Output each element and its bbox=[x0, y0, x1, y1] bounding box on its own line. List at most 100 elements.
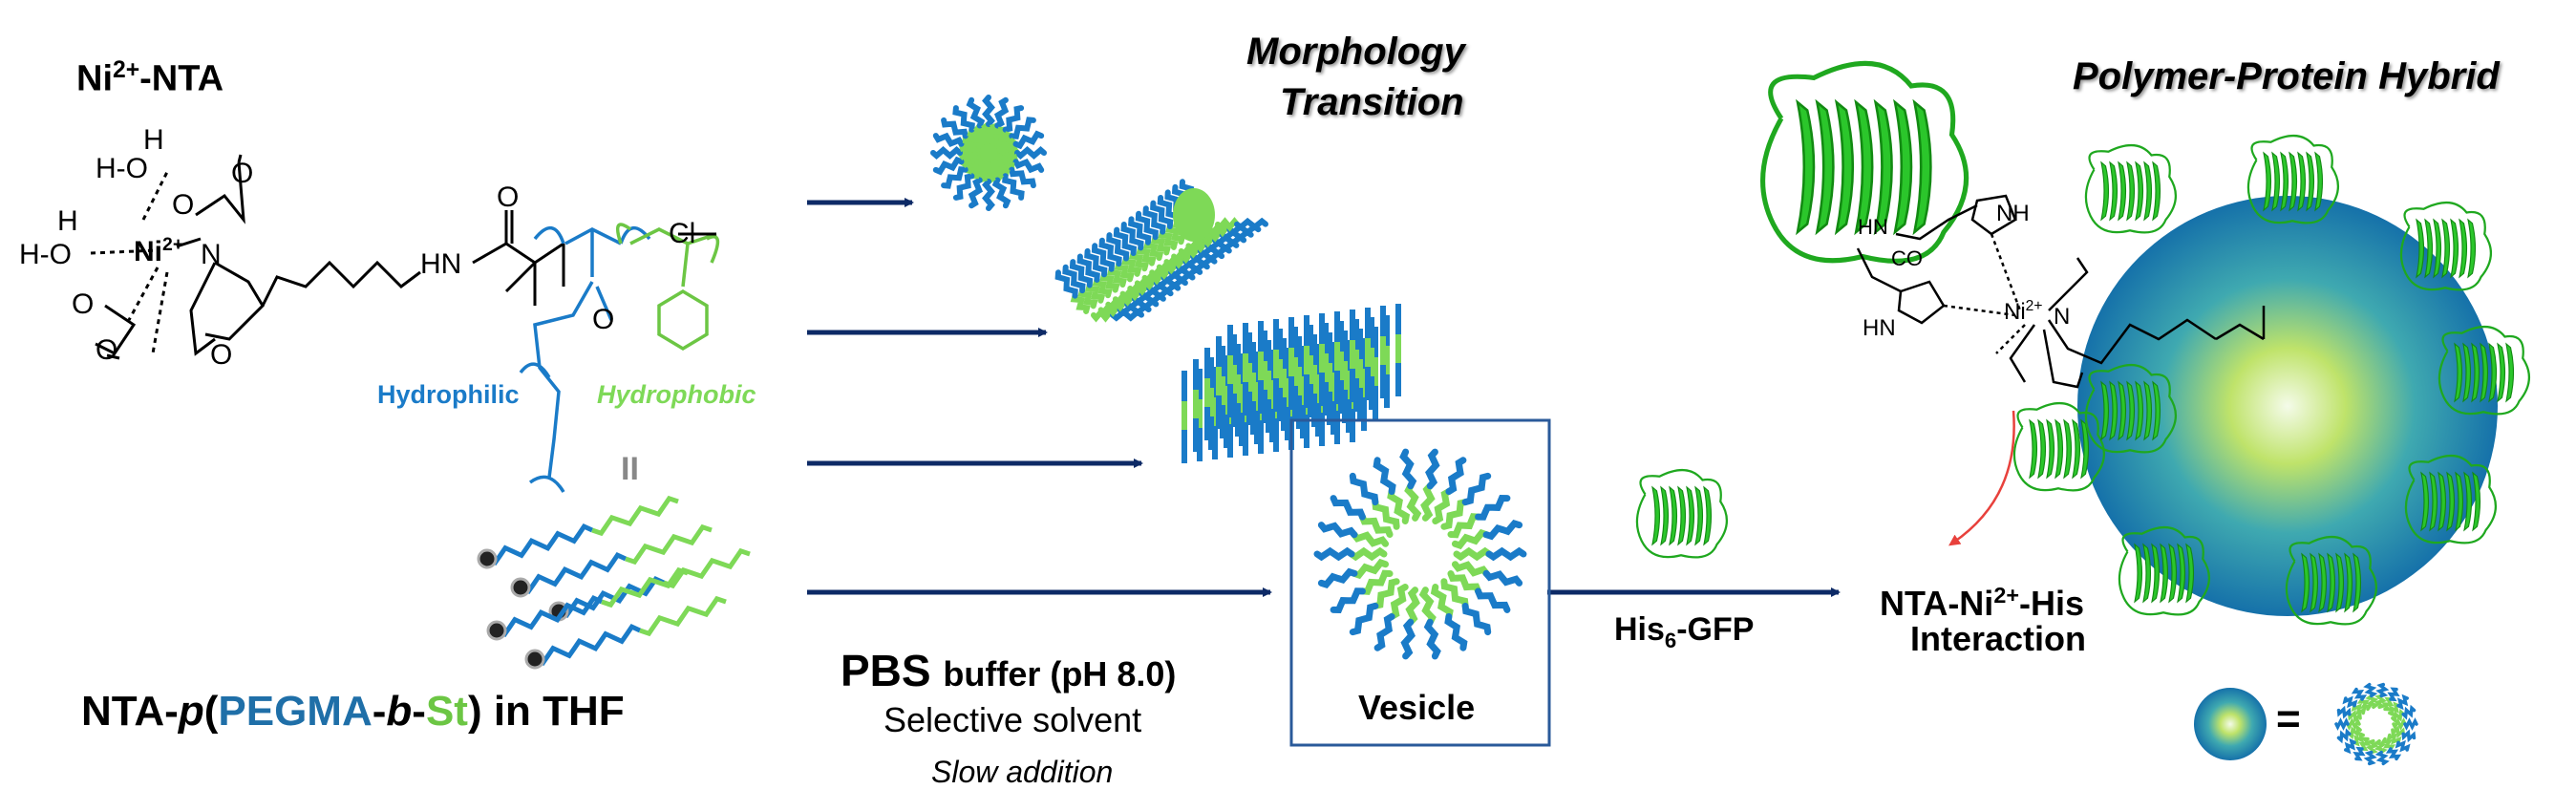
hydrophilic-segment bbox=[1002, 105, 1025, 133]
beta-strand bbox=[2177, 543, 2186, 604]
hydrophobic-segment bbox=[2391, 708, 2405, 724]
bond bbox=[629, 227, 717, 245]
transition-arrows bbox=[807, 198, 1841, 597]
beta-strand bbox=[1815, 98, 1835, 236]
chlorine: Cl bbox=[669, 218, 696, 249]
hydrophilic-segment bbox=[966, 96, 986, 129]
beta-strand bbox=[2467, 218, 2477, 279]
beta-strand bbox=[2037, 418, 2047, 480]
hydrophilic-segment bbox=[1373, 612, 1395, 651]
beta-strand bbox=[2438, 471, 2447, 532]
beta-strand bbox=[2463, 471, 2473, 532]
nta-ni-his-structure bbox=[1856, 194, 2266, 389]
parallel-mark: II bbox=[621, 451, 639, 487]
gfp-protein bbox=[2084, 364, 2177, 454]
hydrophobic-segment bbox=[2348, 709, 2362, 723]
beta-strand bbox=[2100, 160, 2110, 222]
water-top: H-O bbox=[96, 153, 148, 184]
bond bbox=[504, 261, 537, 293]
nta-bead bbox=[524, 649, 545, 670]
bond bbox=[2047, 318, 2217, 365]
beta-strand bbox=[2420, 471, 2430, 532]
hydrophilic-segment bbox=[1373, 457, 1396, 496]
chain-hydrophilic bbox=[495, 594, 604, 638]
gfp-protein bbox=[2438, 326, 2530, 416]
protein-loop bbox=[1760, 60, 1969, 264]
hydrophilic-segment bbox=[2363, 750, 2377, 766]
beta-strand bbox=[2271, 151, 2281, 212]
beta-strand bbox=[2143, 380, 2153, 441]
beta-strand bbox=[1677, 485, 1687, 546]
hydrophilic-segment bbox=[1425, 448, 1440, 490]
hydrophilic-segment bbox=[2401, 704, 2416, 720]
lamellar-structure bbox=[1182, 304, 1401, 463]
imidazole-ring bbox=[1897, 280, 1946, 325]
hydrophilic-segment bbox=[1076, 253, 1100, 283]
alkyl-chain bbox=[261, 260, 421, 307]
bond bbox=[2215, 323, 2265, 341]
sphere-bound-gfp bbox=[2012, 135, 2530, 626]
beta-strand bbox=[2488, 342, 2498, 403]
beta-strand bbox=[2135, 160, 2144, 222]
hydrophobic-segment bbox=[2346, 717, 2361, 731]
hydrophilic-segment bbox=[1423, 618, 1441, 660]
hydrophilic-segment bbox=[2387, 687, 2400, 702]
hydrophobic-segment bbox=[1114, 261, 1135, 283]
beta-strand bbox=[2301, 552, 2310, 613]
beta-strand bbox=[2310, 552, 2319, 613]
hydrophobic-segment bbox=[1099, 271, 1120, 293]
pbs-label: PBS buffer (pH 8.0) bbox=[841, 646, 1177, 695]
hydrophilic-segment bbox=[1482, 519, 1523, 541]
bond bbox=[1856, 247, 1902, 293]
styrene-block bbox=[615, 223, 720, 352]
hydrophilic-segment bbox=[1482, 569, 1523, 587]
bond bbox=[681, 243, 690, 288]
coord-bond bbox=[90, 248, 159, 255]
hydrophilic-segment bbox=[1106, 232, 1130, 262]
imidazole-ring bbox=[1970, 194, 2017, 236]
hydrophobic-segment bbox=[2365, 738, 2379, 755]
vesicle-label: Vesicle bbox=[1358, 688, 1476, 727]
hydrophilic-segment bbox=[1009, 117, 1036, 139]
beta-strand bbox=[2160, 543, 2169, 604]
beta-strand bbox=[2480, 342, 2489, 403]
hydrophilic-segment bbox=[1234, 217, 1268, 231]
chain-hydrophobic bbox=[625, 523, 713, 566]
hydrophilic-segment bbox=[930, 146, 963, 160]
hydrophobic-segment bbox=[1128, 250, 1150, 272]
beta-strand bbox=[2109, 160, 2118, 222]
hydrophobic-segment bbox=[1143, 239, 1164, 262]
beta-strand bbox=[2433, 218, 2442, 279]
hydrophobic-segment bbox=[1351, 558, 1390, 580]
beta-strand bbox=[2135, 380, 2144, 441]
hydrophobic-segment bbox=[1215, 217, 1240, 232]
hydrophilic-segment bbox=[1150, 200, 1174, 230]
chain-hydrophobic bbox=[601, 566, 689, 608]
vesicle bbox=[1313, 448, 1527, 660]
chain-hydrophobic bbox=[591, 495, 679, 537]
polymer-title: NTA-p(PEGMA-b-St) in THF bbox=[81, 688, 625, 735]
bracket-right bbox=[706, 235, 720, 264]
hydrophilic-segment bbox=[2344, 737, 2356, 755]
hydrophilic-segment bbox=[982, 179, 995, 211]
beta-strand bbox=[2497, 342, 2506, 403]
beta-strand bbox=[2289, 151, 2298, 212]
ester-o: O bbox=[592, 304, 615, 335]
hydrophobic-segment bbox=[1451, 561, 1490, 577]
hydrophilic-segment bbox=[982, 95, 995, 127]
hydrophilic-label: Hydrophilic bbox=[377, 380, 520, 409]
beta-strand bbox=[2054, 418, 2064, 480]
hydrophobic-segment bbox=[2351, 703, 2367, 715]
beta-strand bbox=[2306, 151, 2315, 212]
gfp-protein bbox=[2012, 402, 2105, 492]
beta-strand bbox=[1660, 485, 1670, 546]
beta-strand bbox=[2152, 380, 2161, 441]
o-atom: O bbox=[96, 334, 118, 366]
morphology-label: Morphology bbox=[1246, 31, 1465, 73]
beta-strand bbox=[2454, 342, 2463, 403]
hydrophobic-segment bbox=[2392, 717, 2407, 731]
beta-strand bbox=[2416, 218, 2425, 279]
coord-bond bbox=[1990, 233, 2022, 311]
gfp-protein bbox=[2399, 202, 2492, 291]
